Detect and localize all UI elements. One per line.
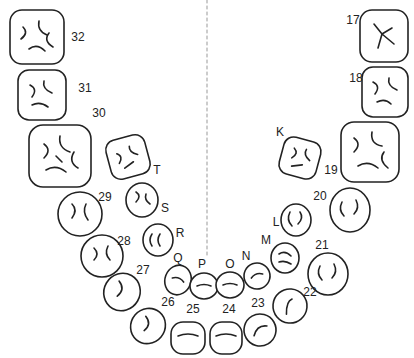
tooth-number: 18 — [349, 72, 362, 84]
tooth-number: 31 — [78, 82, 91, 94]
tooth-25 — [171, 322, 205, 354]
midline — [207, 0, 208, 258]
tooth-number: 24 — [222, 303, 235, 315]
tooth-number: 21 — [315, 239, 328, 251]
tooth-number: M — [261, 234, 271, 246]
tooth-M — [271, 243, 299, 273]
tooth-S — [126, 183, 158, 217]
tooth-32 — [10, 10, 64, 64]
tooth-28 — [81, 235, 123, 277]
tooth-N — [240, 259, 273, 292]
tooth-Q — [161, 261, 196, 298]
tooth-L — [281, 204, 311, 236]
tooth-number: R — [176, 227, 185, 239]
tooth-number: 26 — [161, 296, 174, 308]
tooth-number: L — [273, 216, 280, 228]
tooth-number: 29 — [98, 191, 111, 203]
tooth-number: Q — [173, 252, 182, 264]
tooth-number: 23 — [251, 297, 264, 309]
tooth-17 — [360, 10, 408, 62]
tooth-20 — [330, 188, 370, 232]
tooth-P — [190, 273, 218, 299]
tooth-26 — [123, 301, 172, 350]
tooth-number: 19 — [324, 164, 337, 176]
tooth-number: 25 — [186, 303, 199, 315]
tooth-24 — [210, 322, 242, 354]
tooth-number: T — [153, 164, 160, 176]
tooth-19 — [341, 122, 399, 182]
tooth-number: 20 — [313, 190, 326, 202]
tooth-number: O — [225, 258, 234, 270]
tooth-31 — [18, 70, 66, 120]
tooth-number: 27 — [136, 264, 149, 276]
tooth-number: 28 — [117, 235, 130, 247]
tooth-number: P — [198, 258, 206, 270]
tooth-number: N — [242, 250, 251, 262]
tooth-O — [216, 272, 244, 298]
tooth-number: 17 — [346, 14, 359, 26]
tooth-number: 32 — [71, 31, 84, 43]
tooth-T — [104, 133, 153, 182]
tooth-30 — [29, 125, 91, 187]
tooth-number: S — [161, 202, 169, 214]
tooth-18 — [362, 67, 408, 117]
tooth-K — [277, 135, 324, 182]
tooth-R — [143, 224, 173, 256]
tooth-29 — [58, 192, 102, 236]
tooth-number: 30 — [92, 107, 105, 119]
tooth-number: 22 — [303, 286, 316, 298]
tooth-number: K — [276, 126, 284, 138]
